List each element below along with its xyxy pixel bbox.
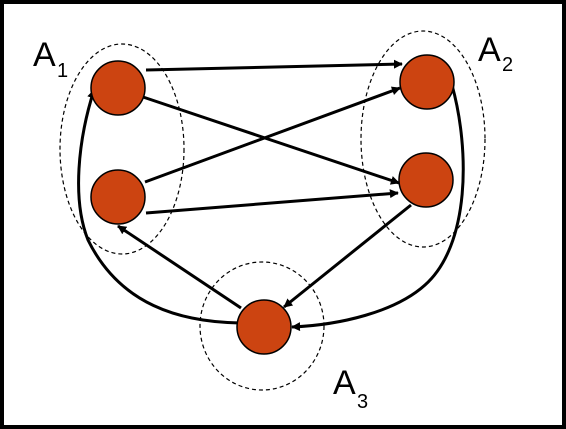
edge-a3-to-a1-top-curve (77, 89, 241, 325)
node-a1-bottom (90, 169, 146, 225)
edge-a1-bottom-to-a2-bottom (145, 189, 399, 215)
node-a3 (236, 299, 292, 355)
group-label-a2-subscript: 2 (502, 54, 513, 76)
group-label-a2: A (478, 31, 501, 69)
cluster-outline-a3 (199, 261, 325, 391)
group-label-a1: A (33, 36, 56, 74)
edge-a1-bottom-to-a2-top (144, 86, 401, 184)
node-a1-top (90, 60, 146, 116)
edge-a2-bottom-to-a3 (283, 203, 412, 309)
edge-a2-top-to-a3-curve (291, 84, 465, 332)
cluster-outline-a2 (360, 30, 486, 248)
node-a2-top (399, 54, 455, 110)
edge-a1-top-to-a2-top (145, 59, 403, 72)
group-label-a3-subscript: 3 (357, 391, 368, 413)
edge-a1-top-to-a2-bottom (142, 95, 400, 185)
group-label-a3: A (333, 364, 356, 402)
edge-a3-to-a1-bottom (117, 224, 242, 310)
node-a2-bottom (398, 152, 454, 208)
group-label-a1-subscript: 1 (57, 60, 68, 82)
cluster-outline-a1 (59, 43, 185, 255)
